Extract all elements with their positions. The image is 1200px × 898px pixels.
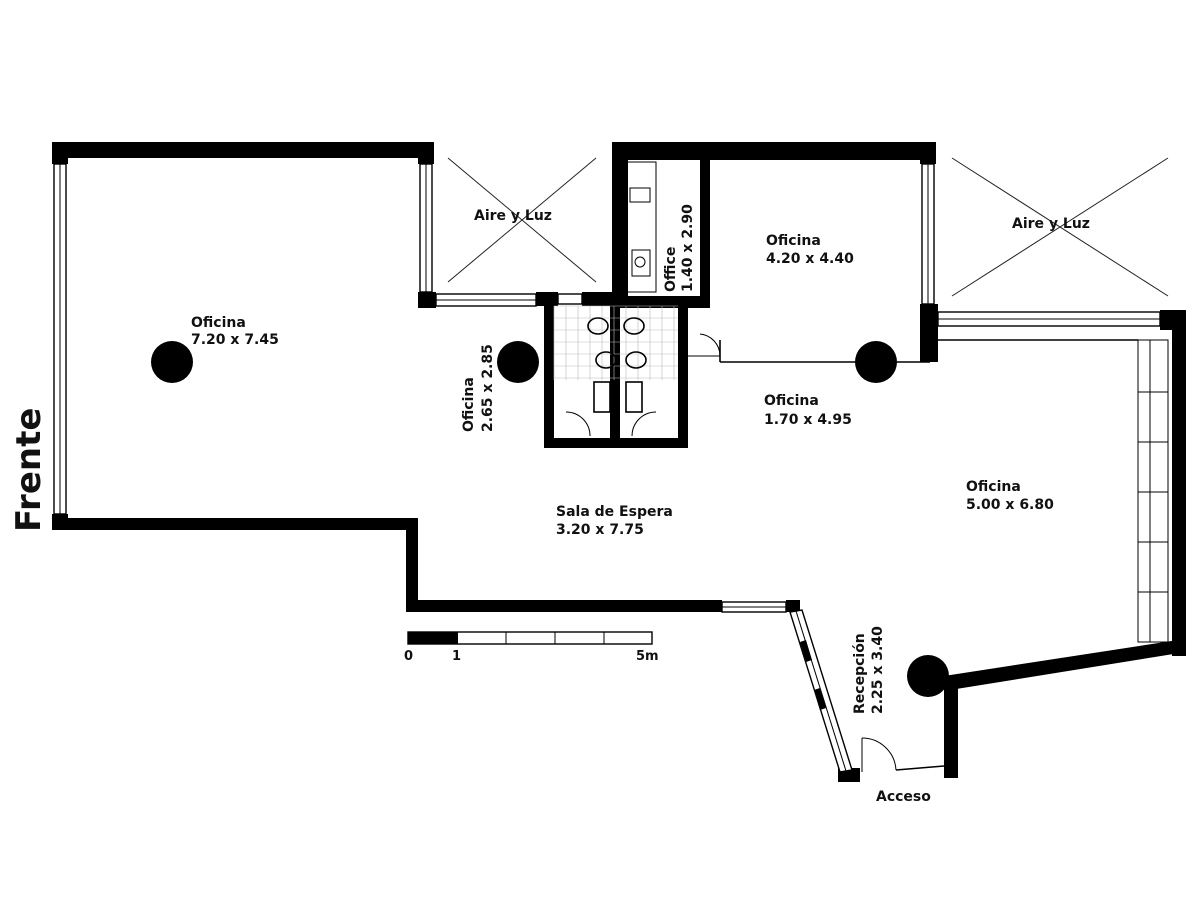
- light-well-right-label: Aire y Luz: [1012, 216, 1090, 232]
- room-dims-sala-espera: 3.20 x 7.75: [556, 522, 644, 538]
- room-name-sala-espera: Sala de Espera: [556, 504, 673, 520]
- room-name-oficina-1: Oficina: [191, 315, 246, 331]
- room-name-oficina-3: Oficina: [766, 233, 821, 249]
- scale-tick-5m: 5m: [636, 649, 659, 664]
- entrance-label: Acceso: [876, 789, 931, 805]
- room-dims-oficina-4: 1.70 x 4.95: [764, 412, 852, 428]
- scale-tick-0: 0: [404, 649, 413, 664]
- room-dims-oficina-5: 5.00 x 6.80: [966, 497, 1054, 513]
- room-dims-office: 1.40 x 2.90: [680, 204, 696, 292]
- scale-tick-1: 1: [452, 649, 461, 664]
- light-well-right: [951, 157, 1169, 297]
- room-dims-oficina-3: 4.20 x 4.40: [766, 251, 854, 267]
- room-dims-recepcion: 2.25 x 3.40: [870, 626, 886, 714]
- columns: [151, 341, 949, 697]
- light-well-left-label: Aire y Luz: [474, 208, 552, 224]
- light-well-left: [447, 157, 597, 283]
- room-dims-oficina-1: 7.20 x 7.45: [191, 332, 279, 348]
- room-name-office: Office: [663, 247, 679, 292]
- scale-bar: 0 1 5m: [404, 631, 659, 664]
- windows: [53, 163, 1169, 773]
- room-dims-oficina-2: 2.65 x 2.85: [480, 344, 496, 432]
- entrance-door: [861, 737, 945, 772]
- room-name-recepcion: Recepción: [852, 633, 868, 714]
- room-name-oficina-5: Oficina: [966, 479, 1021, 495]
- bathroom: [553, 305, 678, 437]
- orientation-label: Frente: [9, 408, 49, 532]
- room-name-oficina-2: Oficina: [461, 377, 477, 432]
- room-name-oficina-4: Oficina: [764, 393, 819, 409]
- walls: [52, 142, 1186, 782]
